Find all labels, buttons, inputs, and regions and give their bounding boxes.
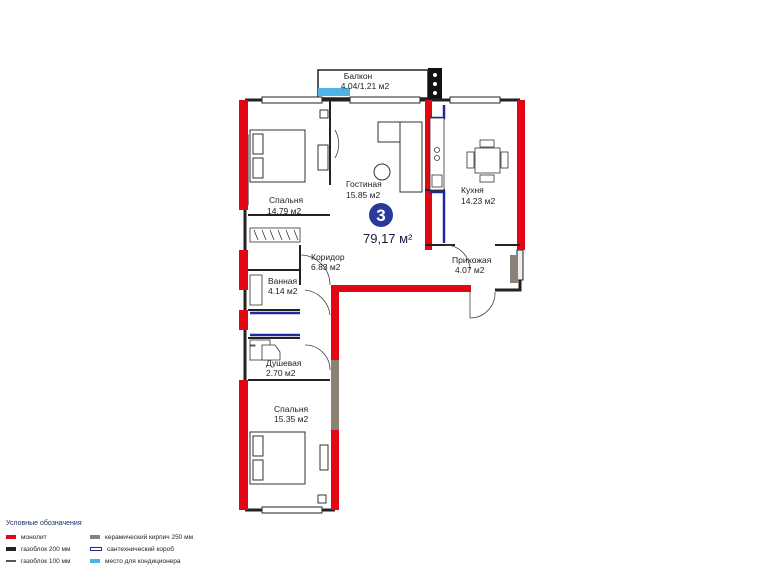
partitions bbox=[248, 100, 520, 381]
legend-item-gasblock-200: газоблок 200 мм bbox=[6, 546, 70, 553]
hall-area: 4.07 м2 bbox=[455, 265, 485, 275]
unit-badge: 3 79,17 м² bbox=[363, 203, 413, 246]
total-area: 79,17 м² bbox=[363, 231, 413, 246]
living-name: Гостиная bbox=[346, 179, 382, 189]
swatch-gray bbox=[6, 560, 16, 563]
kitchen-name: Кухня bbox=[461, 185, 484, 195]
shower-tray bbox=[261, 344, 281, 361]
bathroom-area: 4.14 м2 bbox=[268, 286, 298, 296]
brick-wall-hall bbox=[510, 255, 518, 283]
legend-item-duct: сантехнический короб bbox=[90, 546, 174, 553]
legend-item-gasblock-100: газоблок 100 мм bbox=[6, 558, 70, 565]
living-area: 15.85 м2 bbox=[346, 190, 380, 200]
sofa bbox=[373, 121, 423, 193]
legend: Условные обозначения монолит газоблок 20… bbox=[6, 520, 306, 578]
hall-name: Прихожая bbox=[452, 255, 492, 265]
room-labels: Балкон 4.04/1.21 м2 Гостиная 15.85 м2 Ку… bbox=[266, 71, 495, 424]
rooms-count: 3 bbox=[376, 206, 385, 225]
swatch-ac bbox=[90, 559, 100, 564]
bedroom2-name: Спальня bbox=[274, 404, 309, 414]
wardrobe-1 bbox=[249, 227, 301, 243]
bedroom1-area: 14.79 м2 bbox=[267, 206, 301, 216]
bedroom1-name: Спальня bbox=[269, 195, 304, 205]
bathroom-name: Ванная bbox=[268, 276, 298, 286]
balcony-name: Балкон bbox=[344, 71, 373, 81]
ac-place bbox=[318, 88, 350, 96]
legend-title: Условные обозначения bbox=[6, 520, 82, 527]
legend-item-ac: место для кондиционера bbox=[90, 558, 181, 565]
brick-wall bbox=[331, 360, 339, 430]
swatch-brick bbox=[90, 535, 100, 540]
corridor-area: 6.83 м2 bbox=[311, 262, 341, 272]
doors bbox=[299, 129, 496, 371]
kitchen-area: 14.23 м2 bbox=[461, 196, 495, 206]
kitchen-set bbox=[429, 117, 509, 191]
balcony-area: 4.04/1.21 м2 bbox=[341, 81, 390, 91]
shower-area: 2.70 м2 bbox=[266, 368, 296, 378]
swatch-red bbox=[6, 535, 16, 540]
bedroom2-area: 15.35 м2 bbox=[274, 414, 308, 424]
shower-name: Душевая bbox=[266, 358, 302, 368]
legend-item-brick: керамический кирпич 250 мм bbox=[90, 534, 193, 541]
legend-item-monolith: монолит bbox=[6, 534, 47, 541]
swatch-duct bbox=[90, 547, 102, 552]
bed-1 bbox=[249, 109, 329, 183]
wardrobe-2 bbox=[249, 344, 256, 347]
swatch-black bbox=[6, 547, 16, 552]
corridor-name: Коридор bbox=[311, 252, 345, 262]
bed-2 bbox=[249, 431, 329, 504]
